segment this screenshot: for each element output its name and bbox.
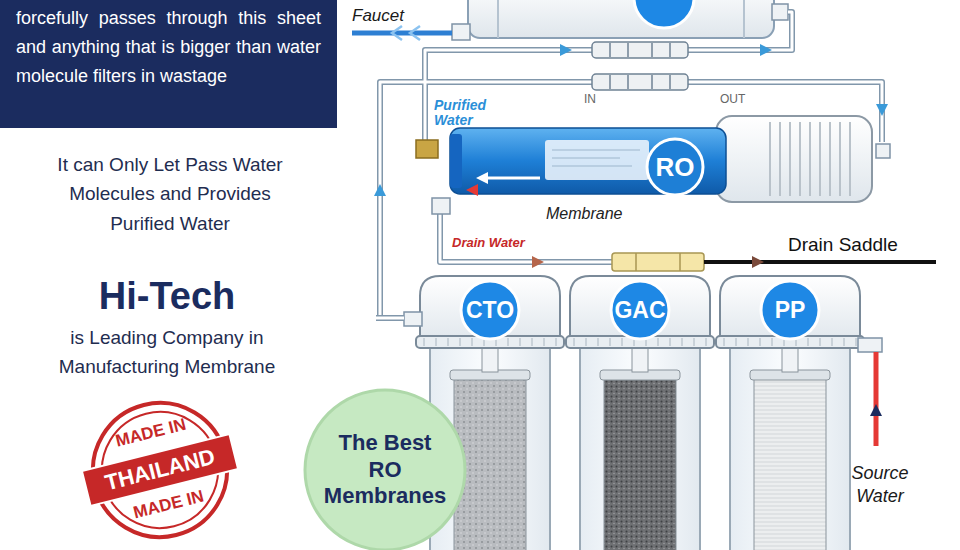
badge-text: RO: [656, 152, 695, 183]
part-label: Source Water: [840, 462, 920, 507]
badge-text: The Best RO Membranes: [323, 430, 448, 509]
description-text: It can Only Let Pass Water Molecules and…: [40, 150, 300, 238]
flow-label: Purified Water: [434, 98, 500, 127]
badge-text: PP: [775, 297, 806, 324]
badge-text: GAC: [614, 297, 665, 324]
port-label: IN: [584, 92, 614, 106]
badge-text: CTO: [466, 297, 514, 324]
brand-name: Hi-Tech: [17, 274, 317, 320]
stage-badge: PP: [759, 279, 821, 341]
stage-badge: GAC: [609, 279, 671, 341]
highlight-circle: The Best RO Membranes: [303, 388, 467, 550]
part-label: Faucet: [352, 6, 442, 26]
info-panel: forcefully passes through this sheet and…: [0, 0, 337, 128]
flow-label: Drain Water: [452, 235, 552, 251]
panel-text: forcefully passes through this sheet and…: [16, 4, 321, 91]
origin-stamp: MADE INTHAILANDMADE IN: [75, 385, 245, 550]
port-label: OUT: [720, 92, 760, 106]
stage-badge: CTO: [459, 279, 521, 341]
stage-badge: RO: [645, 137, 705, 197]
part-label: Drain Saddle: [788, 234, 918, 257]
part-label: Membrane: [546, 204, 636, 223]
description-text: is Leading Company in Manufacturing Memb…: [37, 323, 297, 382]
